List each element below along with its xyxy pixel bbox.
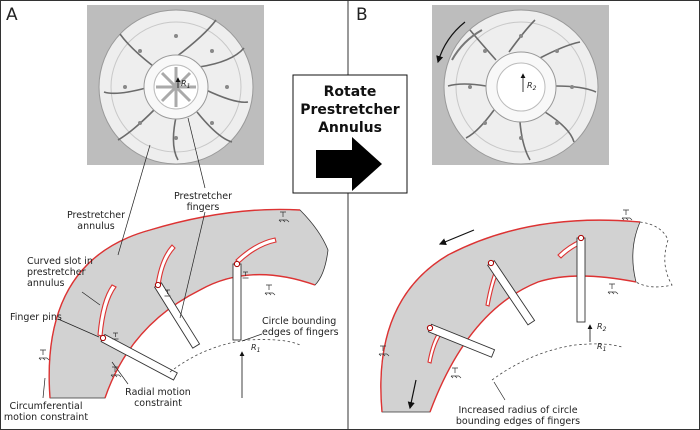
schematic-a-r1-label: R1: [251, 343, 260, 354]
label-increased-radius-1: Increased radius of circle: [458, 405, 577, 416]
schematic-a-inner-edge: [104, 273, 316, 399]
schematic-b-pin-1: [426, 324, 434, 332]
label-curved-slot-3: annulus: [27, 278, 65, 289]
schematic-b-inner-edge: [429, 275, 637, 413]
label-prestretcher-annulus-1: Prestretcher: [67, 210, 125, 221]
label-radial-2: constraint: [134, 398, 182, 409]
rotate-callout-line2: Prestretcher: [300, 102, 400, 118]
photo-b-slot-trace: [451, 29, 483, 61]
schematic-a-pin-1: [99, 334, 107, 342]
schematic-a-constraints: [38, 211, 290, 378]
photo-b-rotation-arrow: [436, 21, 466, 64]
label-circumferential-1: Circumferential: [9, 401, 82, 412]
rotate-callout-line3: Annulus: [318, 120, 382, 136]
photo-a-radius-label: R1: [181, 79, 190, 90]
panel-letter-b: B: [356, 5, 368, 25]
schematic-a-pin-3: [233, 260, 241, 268]
schematic-b-finger-3: [576, 237, 586, 323]
label-finger-pins: Finger pins: [10, 312, 62, 323]
photo-a-rim: [110, 21, 242, 153]
photo-b-blades: [447, 19, 597, 161]
schematic-a: R1 Prestretcher annulus Prestretcher fin…: [4, 117, 339, 423]
label-circumferential-2: motion constraint: [4, 412, 88, 423]
schematic-b-rotation-arrow-bottom: [407, 379, 417, 410]
photo-a-hub-spokes: [156, 67, 196, 107]
label-increased-radius-2: bounding edges of fingers: [456, 416, 580, 427]
photo-b-rim: [455, 21, 587, 153]
photo-b: R2: [432, 5, 609, 165]
schematic-a-slot-1: [97, 284, 117, 337]
label-curved-slot-1: Curved slot in: [27, 256, 93, 267]
photo-a-bolts: [123, 34, 229, 140]
schematic-a-leaders: [42, 117, 263, 399]
schematic-b-ghost-annulus: [635, 221, 673, 288]
schematic-b-annulus: [380, 219, 641, 413]
schematic-a-slot-2: [155, 244, 176, 287]
photo-b-bolts: [468, 34, 574, 140]
label-prestretcher-annulus-2: annulus: [77, 221, 115, 232]
label-circle-bounding-1: Circle bounding: [262, 316, 336, 327]
schematic-b-bounding-circle: [491, 343, 623, 381]
schematic-a-slot-3: [235, 237, 277, 264]
schematic-b-pin-3: [577, 234, 585, 242]
photo-b-hub-inner: [496, 62, 546, 112]
schematic-b-pin-2: [487, 259, 495, 267]
schematic-a-annulus: [48, 209, 329, 399]
schematic-b-constraints: [378, 209, 633, 379]
schematic-a-bounding-circle: [169, 339, 301, 373]
label-circle-bounding-2: edges of fingers: [262, 327, 339, 338]
schematic-b-rotation-arrow-top: [438, 229, 475, 246]
photo-a-blades: [103, 19, 249, 161]
label-prestretcher-fingers-1: Prestretcher: [174, 191, 232, 202]
schematic-b-r1-label: R1: [597, 342, 606, 353]
rotate-callout-line1: Rotate: [324, 84, 377, 100]
label-prestretcher-fingers-2: fingers: [187, 202, 220, 213]
panel-letter-a: A: [6, 5, 18, 25]
schematic-b-outer-edge: [380, 219, 641, 413]
schematic-b-leader: [493, 381, 506, 401]
label-curved-slot-2: prestretcher: [27, 267, 86, 278]
schematic-b: R2 R1 Increased radius of circle boundin…: [378, 209, 673, 427]
rotate-arrow-icon: [316, 137, 382, 191]
photo-b-radius-label: R2: [527, 81, 537, 92]
photo-a: R1: [87, 5, 264, 165]
schematic-a-outer-edge: [48, 208, 301, 399]
schematic-a-finger-3: [232, 263, 242, 341]
schematic-b-r2-label: R2: [597, 322, 607, 333]
rotate-callout: Rotate Prestretcher Annulus: [292, 74, 408, 194]
schematic-a-pin-2: [154, 281, 162, 289]
label-radial-1: Radial motion: [125, 387, 191, 398]
